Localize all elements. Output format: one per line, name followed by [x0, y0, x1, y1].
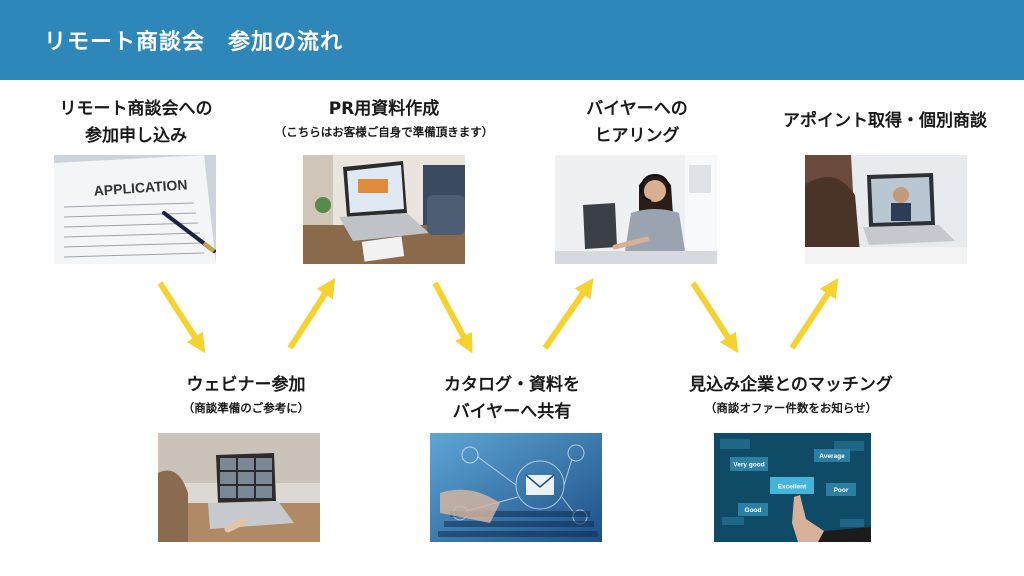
step-buyer-hearing-label: バイヤーへの ヒアリング [537, 96, 737, 150]
rating-average: Average [819, 453, 845, 460]
rating-poor: Poor [834, 487, 849, 494]
step-title: バイヤーへの [586, 99, 688, 119]
arrow-up-3 [789, 277, 839, 350]
arrow-down-3 [690, 281, 739, 354]
email-keyboard-photo [430, 433, 602, 542]
rating-touch-photo: Very good Average Excellent Poor Good [714, 433, 871, 542]
step-subtitle: （商談準備のご参考に） [182, 401, 310, 415]
step-subtitle: （商談オファー件数をお知らせ） [704, 401, 878, 415]
step-subtitle: （こちらはお客様ご自身で準備頂きます） [274, 125, 494, 139]
page-title: リモート商談会 参加の流れ [44, 30, 344, 55]
step-title: アポイント取得・個別商談 [783, 111, 987, 131]
rating-excellent: Excellent [778, 484, 807, 491]
step-appointment-label: アポイント取得・個別商談 [760, 108, 1010, 135]
step-pr-materials-label: PR用資料作成 （こちらはお客様ご自身で準備頂きます） [264, 96, 504, 141]
laptop-desk-photo [303, 155, 465, 264]
step-title: PR用資料作成 [328, 99, 440, 119]
application-form-photo: APPLICATION [54, 155, 216, 264]
step-webinar-label: ウェビナー参加 （商談準備のご参考に） [136, 372, 356, 417]
webinar-laptop-photo [158, 433, 320, 542]
step-title: 見込み企業とのマッチング [689, 375, 893, 395]
step-title: 参加申し込み [85, 126, 187, 146]
step-title: バイヤーへ共有 [452, 402, 572, 422]
step-catalog-share-label: カタログ・資料を バイヤーへ共有 [412, 372, 612, 426]
arrow-up-2 [542, 278, 594, 350]
application-text: APPLICATION [93, 176, 188, 199]
arrow-up-1 [287, 277, 336, 350]
step-title: ウェビナー参加 [186, 375, 306, 395]
rating-very-good: Very good [733, 462, 764, 469]
arrow-down-1 [157, 281, 206, 354]
step-application-label: リモート商談会への 参加申し込み [36, 96, 236, 150]
step-title: リモート商談会への [59, 99, 213, 119]
headset-woman-photo [555, 155, 717, 264]
step-matching-label: 見込み企業とのマッチング （商談オファー件数をお知らせ） [666, 372, 916, 417]
arrow-down-2 [432, 281, 473, 354]
header-bar: リモート商談会 参加の流れ [0, 0, 1024, 80]
step-title: カタログ・資料を [444, 375, 580, 395]
video-meeting-photo [805, 155, 967, 264]
step-title: ヒアリング [594, 126, 680, 146]
rating-good: Good [745, 507, 762, 514]
